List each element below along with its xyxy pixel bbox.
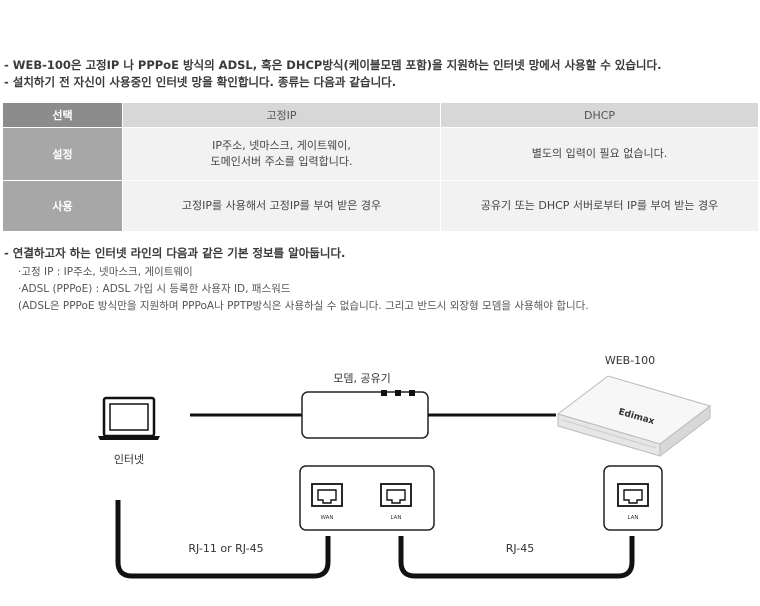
connection-type-table: 선택 고정IP DHCP 설정 IP주소, 넷마스크, 게이트웨이, 도메인서버… <box>2 102 759 232</box>
modem-port-panel: WAN LAN <box>299 465 435 531</box>
info-line-adsl-note: (ADSL은 PPPoE 방식만을 지원하며 PPPoA나 PPTP방식은 사용… <box>18 300 589 312</box>
modem-icon <box>301 390 429 439</box>
info-line-adsl: ·ADSL (PPPoE) : ADSL 가입 시 등록한 사용자 ID, 패스… <box>18 283 291 295</box>
intro-line-1: - WEB-100은 고정IP 나 PPPoE 방식의 ADSL, 혹은 DHC… <box>4 58 662 72</box>
header-dhcp: DHCP <box>440 102 759 128</box>
table-row: 사용 고정IP를 사용해서 고정IP를 부여 받은 경우 공유기 또는 DHCP… <box>2 180 759 232</box>
device-lan-port-icon <box>617 483 649 507</box>
row-label-usage: 사용 <box>2 180 123 232</box>
modem-label: 모뎀, 공유기 <box>333 372 391 385</box>
cable-internet-to-wan <box>115 500 331 579</box>
row-label-setting: 설정 <box>2 127 123 181</box>
cell-static-setting: IP주소, 넷마스크, 게이트웨이, 도메인서버 주소를 입력합니다. <box>122 127 441 181</box>
connection-diagram: 인터넷 모뎀, 공유기 WEB-100 Edimax WAN LAN <box>98 354 712 579</box>
intro-line-2: - 설치하기 전 자신이 사용중인 인터넷 망을 확인합니다. 종류는 다음과 … <box>4 75 397 89</box>
internet-label: 인터넷 <box>114 453 144 466</box>
cell-static-setting-line2: 도메인서버 주소를 입력합니다. <box>210 155 353 168</box>
device-label: WEB-100 <box>605 354 655 367</box>
laptop-icon <box>98 396 160 440</box>
cell-static-usage: 고정IP를 사용해서 고정IP를 부여 받은 경우 <box>122 180 441 232</box>
table-row: 설정 IP주소, 넷마스크, 게이트웨이, 도메인서버 주소를 입력합니다. 별… <box>2 127 759 181</box>
info-line-static-ip: ·고정 IP : IP주소, 넷마스크, 게이트웨이 <box>18 266 193 278</box>
cell-dhcp-setting: 별도의 입력이 필요 없습니다. <box>440 127 759 181</box>
web100-device-icon: Edimax <box>556 375 712 458</box>
cable2-label: RJ-45 <box>506 542 534 555</box>
lan-port-label: LAN <box>390 515 401 521</box>
info-heading: - 연결하고자 하는 인터넷 라인의 다음과 같은 기본 정보를 알아둡니다. <box>4 246 346 260</box>
info-section: - 연결하고자 하는 인터넷 라인의 다음과 같은 기본 정보를 알아둡니다. … <box>4 245 760 315</box>
table-header-row: 선택 고정IP DHCP <box>2 102 759 128</box>
header-select: 선택 <box>2 102 123 128</box>
lan-port-icon <box>380 483 412 507</box>
header-static-ip: 고정IP <box>122 102 441 128</box>
cell-dhcp-usage: 공유기 또는 DHCP 서버로부터 IP를 부여 받는 경우 <box>440 180 759 232</box>
wan-port-label: WAN <box>320 515 333 521</box>
device-lan-port-label: LAN <box>627 515 638 521</box>
intro-section: - WEB-100은 고정IP 나 PPPoE 방식의 ADSL, 혹은 DHC… <box>4 57 760 91</box>
device-port-panel: LAN <box>603 465 663 531</box>
cable-lan-to-device <box>398 536 635 579</box>
cable1-label: RJ-11 or RJ-45 <box>188 542 263 555</box>
wan-port-icon <box>311 483 343 507</box>
cell-static-setting-line1: IP주소, 넷마스크, 게이트웨이, <box>212 139 351 152</box>
